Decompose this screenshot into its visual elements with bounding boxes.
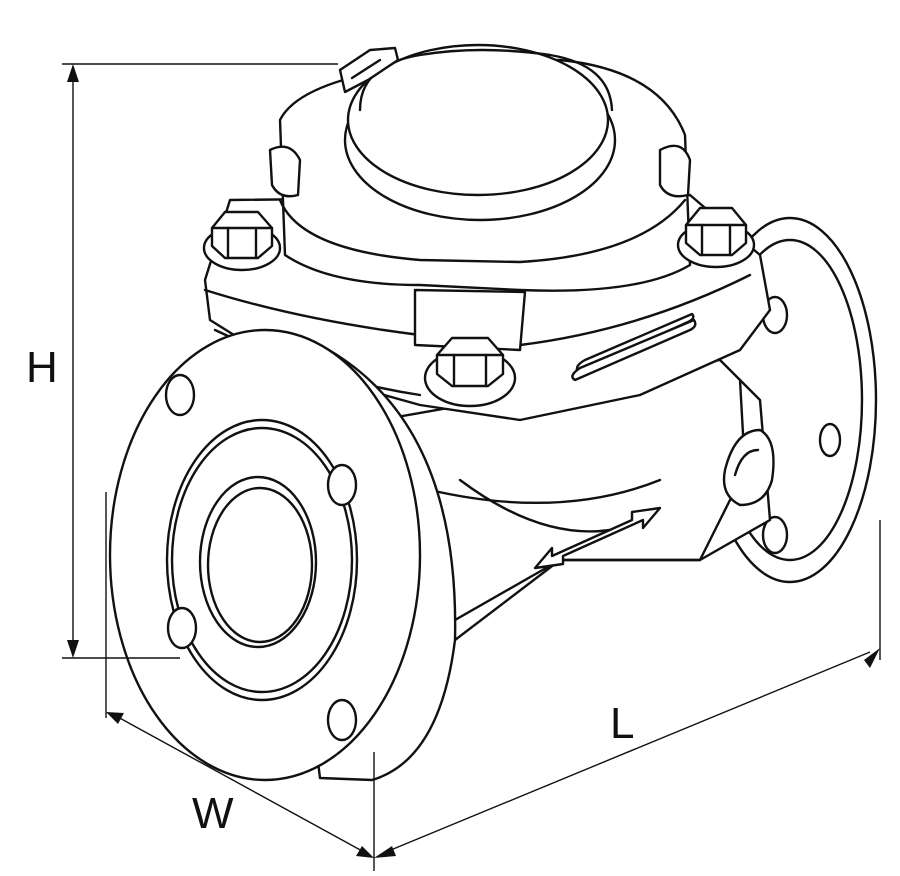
rear-flange-bolt-hole <box>818 422 842 458</box>
width-dimension: W <box>105 492 375 871</box>
front-flange-bolt-hole <box>166 606 198 650</box>
housing-bolt-left <box>202 210 282 272</box>
front-flange-bolt-hole <box>326 698 358 742</box>
lid-hinge <box>338 46 400 94</box>
width-label: W <box>192 789 234 838</box>
rear-flange-bolt-hole <box>761 515 789 555</box>
flow-direction-arrow <box>533 506 662 570</box>
pipe-bore <box>198 475 318 649</box>
housing-bolt-front <box>423 336 517 408</box>
height-label: H <box>26 343 58 392</box>
height-dimension: H <box>26 63 338 659</box>
pipe-body <box>378 358 775 642</box>
front-flange-bolt-hole <box>326 463 358 507</box>
register-lid <box>346 43 610 197</box>
length-label: L <box>610 699 634 748</box>
housing-bolt-right <box>676 206 756 269</box>
length-dimension: L <box>374 520 881 858</box>
front-flange <box>108 328 457 782</box>
register-housing <box>268 43 692 352</box>
front-flange-bolt-hole <box>164 373 196 417</box>
